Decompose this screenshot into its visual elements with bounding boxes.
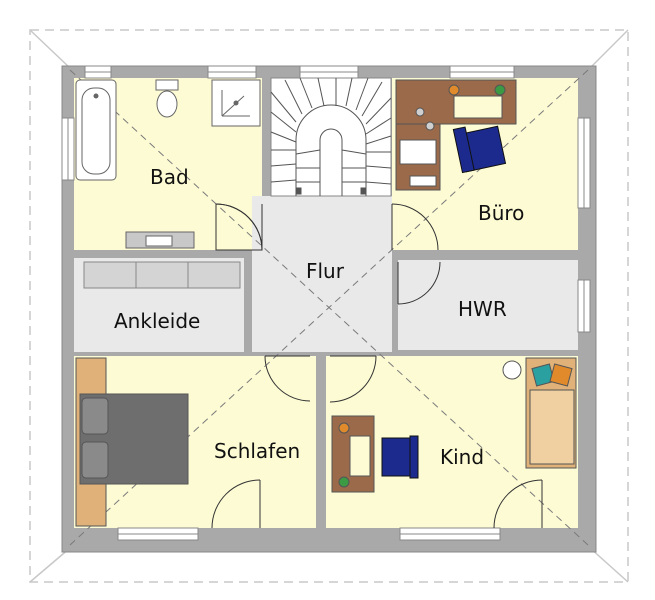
door-kind	[329, 355, 377, 403]
office-desk	[395, 79, 517, 191]
wardrobe	[83, 261, 241, 289]
door-schlafen-wardrobe	[211, 479, 261, 529]
room-label-kind: Kind	[440, 445, 484, 469]
office-chair	[452, 125, 507, 174]
room-label-hwr: HWR	[458, 297, 507, 321]
doors	[211, 203, 543, 529]
double-bed	[75, 357, 189, 527]
kid-desk	[331, 415, 375, 493]
windows	[61, 65, 591, 541]
roof-outline	[29, 29, 629, 583]
staircase	[270, 77, 392, 197]
room-floor-flur-stair	[271, 78, 391, 196]
door-hwr	[397, 261, 441, 305]
door-schlafen	[264, 355, 311, 402]
door-buero	[391, 203, 439, 251]
room-label-buero: Büro	[478, 201, 524, 225]
door-kind-bottom	[493, 479, 543, 529]
roof-diagonals	[69, 69, 589, 546]
room-label-flur: Flur	[306, 259, 345, 283]
room-floor-flur	[252, 196, 392, 352]
washbasin	[125, 231, 195, 249]
room-label-schlafen: Schlafen	[214, 439, 300, 463]
kid-chair	[381, 435, 419, 479]
bathtub	[75, 79, 117, 181]
room-label-ankleide: Ankleide	[114, 309, 200, 333]
toilet	[155, 79, 179, 118]
shower	[211, 79, 261, 127]
kid-bed	[502, 357, 577, 469]
room-label-bad: Bad	[150, 165, 189, 189]
room-floor-hwr	[398, 260, 578, 350]
